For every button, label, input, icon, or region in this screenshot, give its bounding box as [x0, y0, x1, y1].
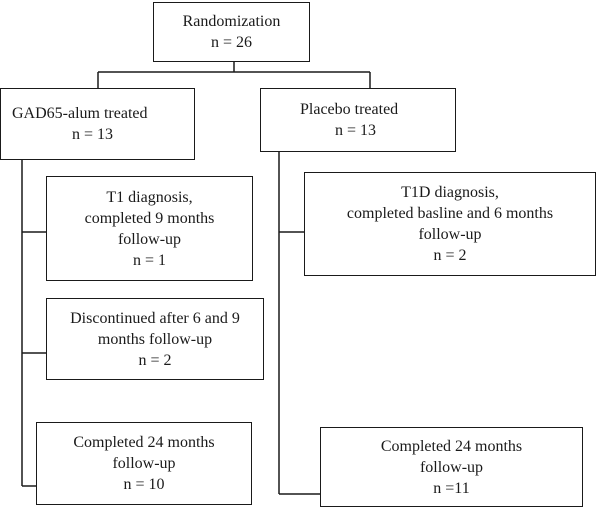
gad65-completed-line-1: Completed 24 months [73, 434, 215, 451]
placebo-t1d-line-2: completed basline and 6 months [346, 205, 554, 222]
gad65-t1-diagnosis-box: T1 diagnosis, completed 9 months follow-… [46, 176, 253, 281]
randomization-box: Randomization n = 26 [153, 2, 310, 62]
placebo-completed-line-2: follow-up [419, 458, 484, 476]
placebo-t1d-diagnosis-box: T1D diagnosis, completed basline and 6 m… [304, 172, 596, 276]
gad65-t1-line-1: T1 diagnosis, [106, 188, 193, 206]
gad65-title: GAD65-alum treated [12, 105, 148, 122]
gad65-count: n = 13 [72, 126, 114, 143]
randomization-count: n = 26 [210, 34, 253, 51]
gad65-completed-line-2: follow-up [112, 455, 176, 472]
placebo-t1d-line-3: follow-up [418, 226, 482, 243]
placebo-t1d-count: n = 2 [433, 247, 467, 264]
placebo-completed-box: Completed 24 months follow-up n =11 [320, 427, 583, 507]
placebo-t1d-line-1: T1D diagnosis, [401, 184, 499, 201]
placebo-treated-box: Placebo treated n = 13 [260, 88, 456, 152]
gad65-discontinued-line-2: months follow-up [97, 330, 213, 348]
gad65-treated-box: GAD65-alum treated n = 13 [0, 88, 195, 160]
gad65-discontinued-line-1: Discontinued after 6 and 9 [70, 309, 240, 327]
gad65-t1-line-3: follow-up [117, 230, 182, 248]
gad65-t1-line-2: completed 9 months [84, 209, 215, 227]
gad65-completed-count: n = 10 [123, 476, 165, 493]
gad65-t1-count: n = 1 [132, 251, 167, 269]
placebo-completed-count: n =11 [433, 479, 470, 497]
placebo-title: Placebo treated [300, 101, 399, 118]
placebo-count: n = 13 [335, 122, 377, 139]
gad65-discontinued-box: Discontinued after 6 and 9 months follow… [46, 298, 264, 380]
randomization-title: Randomization [182, 13, 281, 30]
gad65-discontinued-count: n = 2 [138, 351, 172, 369]
placebo-completed-line-1: Completed 24 months [380, 437, 523, 455]
gad65-completed-box: Completed 24 months follow-up n = 10 [36, 422, 252, 505]
